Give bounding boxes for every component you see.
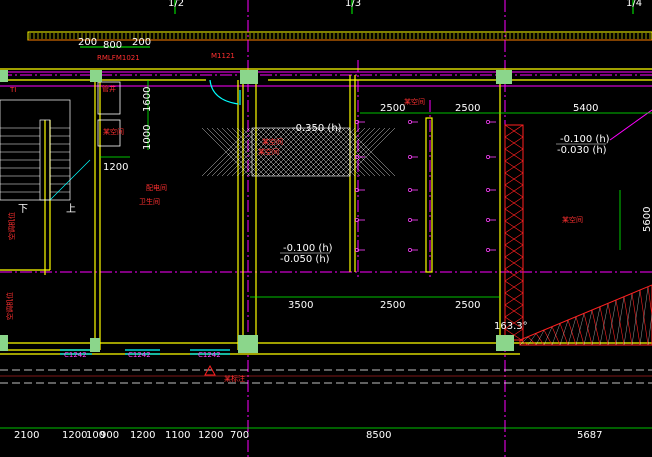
level-left-mid-a: -0.100 (h) bbox=[283, 243, 333, 254]
top-dimension-line: 200 800 200 bbox=[78, 37, 151, 51]
outlet-pin-head bbox=[355, 188, 359, 192]
outlet-pin-head bbox=[408, 155, 412, 159]
bottom-dim: 5687 bbox=[577, 430, 602, 441]
bottom-dim: 100 bbox=[86, 430, 105, 441]
hatch-note-2: 某空间 bbox=[258, 147, 279, 156]
bottom-dim: 900 bbox=[100, 430, 119, 441]
window-mark-3: C1242 bbox=[198, 351, 221, 359]
stair-down-label: 下 bbox=[18, 204, 28, 215]
window-label-top: RMLFM1021 bbox=[97, 54, 140, 62]
bottom-dim: 700 bbox=[230, 430, 249, 441]
outlet-pin-head bbox=[355, 120, 359, 124]
room-a-label: TI bbox=[9, 86, 16, 94]
hatch-note: 某空间 bbox=[262, 137, 283, 146]
outlet-pin-head bbox=[486, 188, 490, 192]
bottom-dims: 2100 1200 100 900 1200 1100 1200 700 850… bbox=[14, 430, 602, 441]
room-c-label: 配电间 bbox=[146, 183, 167, 192]
outlet-pin-head bbox=[486, 248, 490, 252]
level-right-top-a: -0.100 (h) bbox=[560, 134, 610, 145]
floor-lines bbox=[0, 71, 652, 141]
grid-label-bottom: 某标注 bbox=[224, 374, 245, 383]
level-left-mid-b: -0.050 (h) bbox=[280, 254, 330, 265]
outlet-pin-head bbox=[355, 218, 359, 222]
bottom-dim: 1100 bbox=[165, 430, 190, 441]
right-dim-vertical: 5600 bbox=[642, 207, 652, 232]
dim-vertical-upper: 1600 bbox=[142, 87, 153, 112]
dim-1200-left: 1200 bbox=[103, 162, 128, 173]
outlet-pin-head bbox=[408, 218, 412, 222]
hatched-area bbox=[201, 127, 396, 177]
room-e-label: 某空间 bbox=[404, 97, 425, 106]
outlet-pin-head bbox=[355, 248, 359, 252]
dim-vertical-lower: 1000 bbox=[142, 125, 153, 150]
row-dim-mid-1: 3500 bbox=[288, 300, 313, 311]
right-truss bbox=[504, 124, 652, 346]
grid-bubble-2: 1/3 bbox=[345, 0, 361, 9]
window-openings bbox=[60, 79, 241, 355]
room-b-label: 管井 bbox=[102, 84, 116, 93]
top-hatch-strip bbox=[27, 31, 652, 41]
grid-bubble-3: 1/4 bbox=[626, 0, 642, 9]
dimension-lines bbox=[0, 80, 652, 429]
row-dim-mid-3: 2500 bbox=[455, 300, 480, 311]
outlet-pin-head bbox=[486, 218, 490, 222]
outlet-pin-head bbox=[408, 120, 412, 124]
outlet-pin-head bbox=[486, 120, 490, 124]
top-dim-left: 200 bbox=[78, 37, 97, 48]
side-left-label-2: 空调机位 bbox=[5, 292, 14, 320]
room-g-label: 某空间 bbox=[103, 127, 124, 136]
section-mark bbox=[204, 364, 216, 376]
grid-bubble-1: 1/2 bbox=[168, 0, 184, 9]
angle-label: 163.3° bbox=[494, 321, 528, 332]
side-left-label: 空调机位 bbox=[7, 212, 16, 240]
bottom-dim: 1200 bbox=[62, 430, 87, 441]
outlet-markers bbox=[355, 120, 496, 252]
window-mark-1: C1242 bbox=[64, 351, 87, 359]
bottom-dim: 2100 bbox=[14, 430, 39, 441]
door-label: M1121 bbox=[211, 52, 235, 60]
row-dim-top-1: 2500 bbox=[380, 103, 405, 114]
small-rooms bbox=[97, 81, 121, 147]
bottom-dim: 1200 bbox=[130, 430, 155, 441]
row-dim-top-2: 2500 bbox=[455, 103, 480, 114]
outlet-pin-head bbox=[486, 155, 490, 159]
bottom-dim: 8500 bbox=[366, 430, 391, 441]
room-d-label: 卫生间 bbox=[139, 197, 160, 206]
outlet-pin-head bbox=[408, 248, 412, 252]
level-right-top-b: -0.030 (h) bbox=[557, 145, 607, 156]
ground-lines bbox=[0, 369, 652, 384]
stair-up-label: 上 bbox=[66, 203, 76, 215]
top-dim-mid: 800 bbox=[103, 40, 122, 51]
stair bbox=[0, 99, 91, 201]
outlet-pin-head bbox=[408, 188, 412, 192]
bottom-dim: 1200 bbox=[198, 430, 223, 441]
grid-bubbles-top: 1/2 1/3 1/4 bbox=[168, 0, 642, 14]
columns bbox=[0, 70, 514, 353]
top-dim-right: 200 bbox=[132, 37, 151, 48]
window-mark-2: C1242 bbox=[128, 351, 151, 359]
row-dim-mid-2: 2500 bbox=[380, 300, 405, 311]
row-dim-top-3: 5400 bbox=[573, 103, 598, 114]
level-stair: -0.350 (h) bbox=[292, 123, 342, 134]
outlet-pin-head bbox=[355, 155, 359, 159]
room-f-label: 某空间 bbox=[562, 215, 583, 224]
